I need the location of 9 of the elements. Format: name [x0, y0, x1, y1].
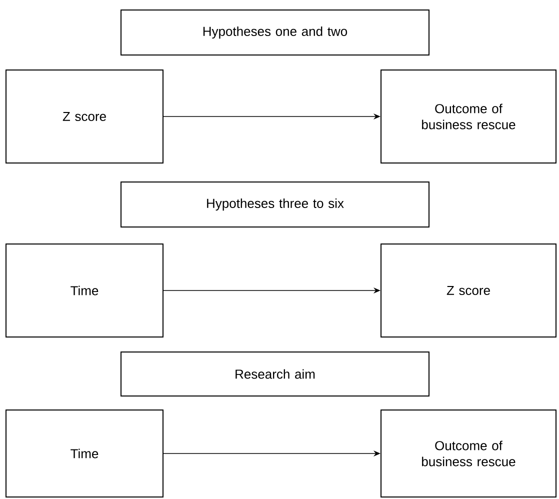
heading-box: Hypotheses three to six	[120, 182, 430, 228]
process-box: Time	[6, 244, 164, 338]
process-box: Outcome of business rescue	[380, 70, 556, 164]
process-box: Time	[6, 410, 164, 498]
process-box: Z score	[6, 70, 164, 164]
heading-box: Research aim	[120, 352, 430, 396]
process-box: Outcome of business rescue	[380, 410, 556, 498]
heading-box: Hypotheses one and two	[120, 10, 430, 56]
process-box: Z score	[380, 244, 556, 338]
